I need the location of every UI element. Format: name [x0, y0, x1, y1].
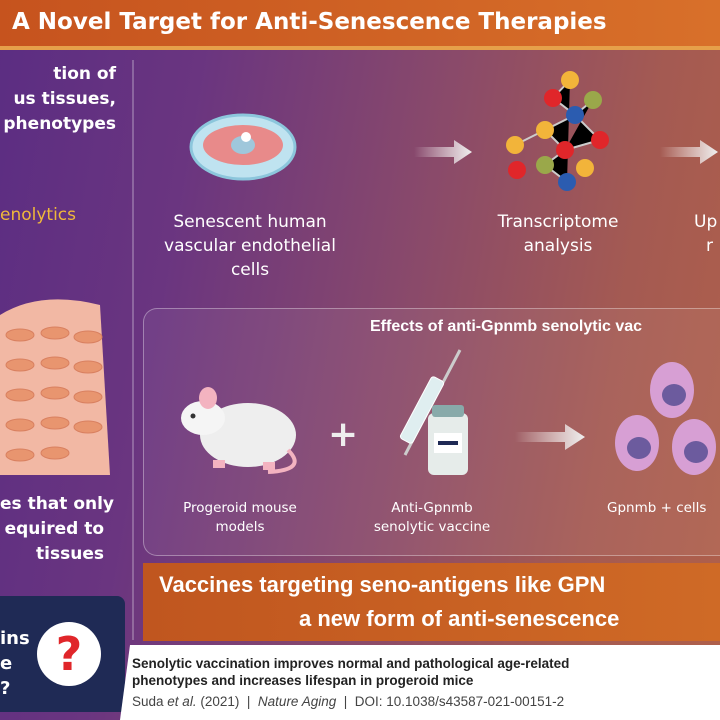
caption-line: analysis — [523, 236, 593, 256]
left-intro: tion of us tissues, phenotypes — [0, 62, 116, 137]
caption-line: Transcriptome — [497, 212, 619, 232]
divider — [132, 60, 134, 640]
gpnmb-cells-icon — [615, 362, 716, 475]
caption-line: cells — [230, 260, 270, 280]
caption-line: Anti-Gpnmb — [391, 500, 473, 516]
cells-caption: Gpnmb + cells — [607, 499, 717, 518]
caption-line: vascular endothelial — [164, 236, 336, 256]
doi-link[interactable]: DOI: 10.1038/s43587-021-00151-2 — [354, 694, 565, 709]
left-outro: es that only equired to tissues — [0, 492, 115, 567]
arrow-right-icon — [515, 424, 585, 450]
caption-line: r — [706, 236, 713, 256]
caption-line: models — [215, 519, 265, 535]
citation-footer: Senolytic vaccination improves normal an… — [120, 645, 720, 720]
question-line: ? — [0, 678, 11, 699]
intro-line: us tissues, — [13, 89, 116, 109]
vaccine-syringe-icon — [399, 349, 468, 475]
et-al: et al. — [167, 694, 197, 709]
molecule-network-icon — [506, 71, 609, 191]
paper-title: Senolytic vaccination improves normal an… — [132, 655, 569, 689]
question-mark-icon: ? — [37, 622, 101, 686]
arrow-right-icon — [660, 140, 718, 164]
title-line: phenotypes and increases lifespan in pro… — [132, 673, 474, 688]
caption-line: Up — [694, 212, 718, 232]
outro-line: tissues — [36, 544, 104, 564]
title-line: Senolytic vaccination improves normal an… — [132, 656, 570, 671]
header-title: A Novel Target for Anti-Senescence Thera… — [0, 0, 720, 50]
caption-line: Senescent human — [173, 212, 327, 232]
intro-line: phenotypes — [3, 114, 116, 134]
step3-caption: Up r — [694, 210, 720, 258]
question-box: ins e ? ? — [0, 596, 125, 712]
tissue-illustration — [0, 299, 110, 475]
petri-dish-icon — [189, 113, 297, 181]
arrow-right-icon — [414, 140, 472, 164]
question-text: ins e ? — [0, 626, 30, 701]
caption-line: senolytic vaccine — [373, 519, 491, 535]
intro-line: tion of — [53, 64, 116, 84]
step1-caption: Senescent human vascular endothelial cel… — [140, 210, 360, 282]
panel-title: Effects of anti-Gpnmb senolytic vac — [370, 318, 643, 335]
caption-line: Gpnmb + cells — [607, 500, 707, 516]
question-line: ins — [0, 628, 30, 649]
mouse-icon — [181, 387, 297, 474]
step2-caption: Transcriptome analysis — [468, 210, 648, 258]
separator: | — [343, 694, 348, 709]
citation-line: Suda et al. (2021) | Nature Aging | DOI:… — [132, 694, 564, 709]
caption-line: Progeroid mouse — [183, 500, 297, 516]
authors: Suda — [132, 694, 164, 709]
journal: Nature Aging — [257, 694, 337, 709]
year: (2021) — [200, 694, 240, 709]
separator: | — [246, 694, 251, 709]
banner-line: a new form of anti-senescence — [299, 606, 620, 631]
banner-line: Vaccines targeting seno-antigens like GP… — [159, 572, 606, 597]
question-line: e — [0, 653, 13, 674]
plus-icon: + — [328, 414, 359, 455]
outro-line: es that only — [0, 494, 115, 514]
vaccine-caption: Anti-Gpnmb senolytic vaccine — [352, 499, 512, 537]
outro-line: equired to — [4, 519, 104, 539]
mouse-caption: Progeroid mouse models — [150, 499, 330, 537]
conclusion-banner: Vaccines targeting seno-antigens like GP… — [143, 563, 720, 641]
senolytics-label: enolytics — [0, 205, 77, 225]
